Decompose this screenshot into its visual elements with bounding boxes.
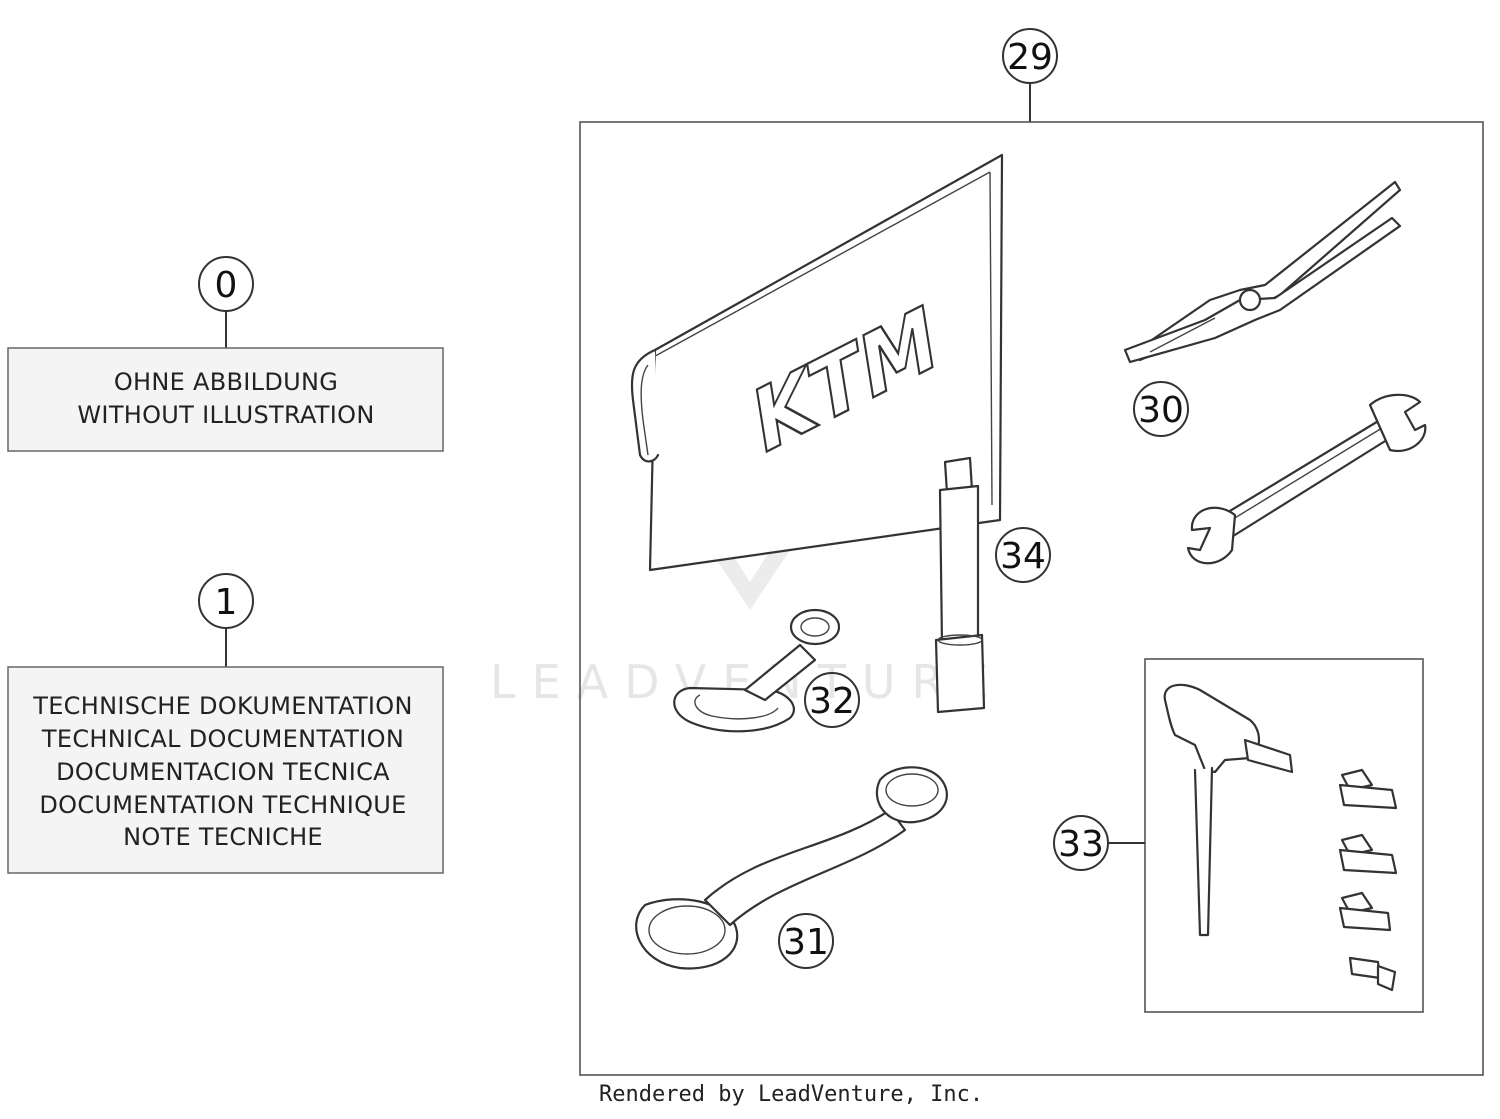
footer-credit: Rendered by LeadVenture, Inc.: [599, 1082, 984, 1107]
callout-circle: [1053, 815, 1109, 871]
note-line: NOTE TECNICHE: [123, 823, 323, 851]
callout-31[interactable]: 31: [778, 913, 834, 969]
callout-32[interactable]: 32: [804, 672, 860, 728]
callout-label: 33: [1058, 824, 1104, 865]
t-handle-set-frame: [1144, 658, 1424, 1013]
callout-label: 34: [1000, 536, 1046, 577]
note-line: DOCUMENTACION TECNICA: [56, 758, 390, 786]
note-line: DOCUMENTATION TECHNIQUE: [39, 791, 406, 819]
note-box-technical-documentation: TECHNISCHE DOKUMENTATION TECHNICAL DOCUM…: [7, 666, 444, 874]
note-line: TECHNISCHE DOKUMENTATION: [32, 692, 412, 720]
pliers[interactable]: [1123, 180, 1402, 364]
callout-label: 31: [783, 922, 829, 963]
small-ring-wrench[interactable]: [673, 608, 841, 733]
callout-label: 1: [215, 582, 238, 623]
note-box-without-illustration: OHNE ABBILDUNG WITHOUT ILLUSTRATION: [7, 347, 444, 452]
callout-1[interactable]: 1: [198, 573, 254, 629]
note-line: TECHNICAL DOCUMENTATION: [41, 725, 404, 753]
callout-label: 29: [1007, 37, 1053, 78]
callout-circle: [1133, 381, 1189, 437]
callout-30[interactable]: 30: [1133, 381, 1189, 437]
large-ring-wrench[interactable]: [635, 766, 948, 970]
open-end-wrench[interactable]: [1186, 393, 1427, 565]
callout-circle: [995, 527, 1051, 583]
callout-33[interactable]: 33: [1053, 815, 1109, 871]
note-line: OHNE ABBILDUNG: [114, 368, 338, 396]
callout-label: 32: [809, 681, 855, 722]
note-line: WITHOUT ILLUSTRATION: [77, 401, 374, 429]
callout-0[interactable]: 0: [198, 256, 254, 312]
callout-29[interactable]: 29: [1002, 28, 1058, 84]
t-handle-with-bits[interactable]: [1163, 683, 1398, 992]
extension-bar[interactable]: [934, 456, 986, 714]
toolkit-frame: [579, 121, 1484, 1076]
callout-circle: [778, 913, 834, 969]
callout-34[interactable]: 34: [995, 527, 1051, 583]
callout-circle: [804, 672, 860, 728]
callout-label: 0: [215, 265, 238, 306]
tool-pouch[interactable]: KTM: [630, 153, 1004, 572]
callout-label: 30: [1138, 390, 1184, 431]
